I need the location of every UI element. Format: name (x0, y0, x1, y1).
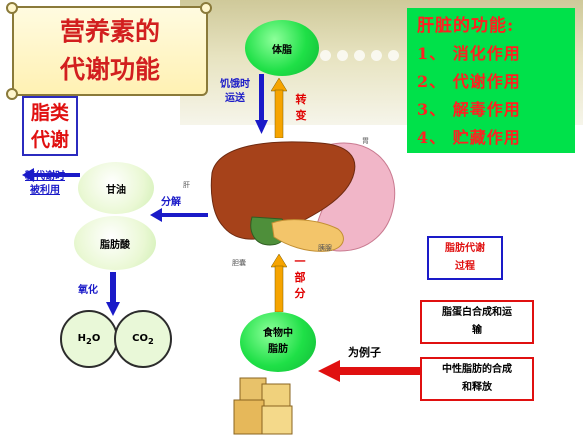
part-label: 一 部 分 (293, 254, 307, 302)
dot (354, 50, 365, 61)
pancreas-label: 胰腺 (318, 244, 332, 252)
liver-functions-box: 肝脏的功能: 1、 消化作用 2、 代谢作用 3、 解毒作用 4、 贮藏作用 (407, 8, 575, 153)
lipid-line-2: 代谢 (30, 129, 69, 151)
water-formula: H2O (78, 333, 101, 346)
dot (337, 50, 348, 61)
water-node: H2O (60, 310, 118, 368)
label-char: 变 (295, 109, 307, 122)
food-fat-node: 食物中 脂肪 (240, 312, 316, 372)
body-fat-label: 体脂 (272, 44, 292, 56)
scroll-curl-icon (6, 2, 18, 14)
gallbladder-label: 胆囊 (232, 259, 246, 267)
formula-part: H (77, 332, 87, 344)
title-line-1: 营养素的 (59, 17, 160, 46)
box-line: 脂蛋白合成和运 (442, 307, 512, 318)
example-arrow (318, 360, 422, 382)
formula-part: O (91, 332, 101, 344)
food-packages-illustration (233, 377, 293, 435)
decompose-arrow (150, 208, 208, 222)
box-line: 输 (472, 325, 482, 336)
part-up-arrow (271, 254, 287, 312)
co2-node: CO2 (114, 310, 172, 368)
converted-label: 转 变 (294, 92, 308, 124)
label-char: 部 (294, 271, 306, 284)
liver-shape (210, 141, 356, 240)
box-line: 和释放 (462, 382, 492, 393)
body-fat-node: 体脂 (245, 20, 319, 76)
hunger-transport-arrow (255, 74, 268, 134)
liver-function-item: 1、 消化作用 (417, 44, 521, 63)
fatty-acid-label: 脂肪酸 (100, 239, 130, 251)
formula-part: CO (132, 332, 149, 344)
label-char: 转 (295, 93, 307, 106)
dot (371, 50, 382, 61)
food-fat-line-2: 脂肪 (268, 344, 288, 355)
label-line: 饥饿时 (220, 79, 250, 90)
box-line: 过程 (455, 261, 475, 272)
scroll-curl-icon (6, 88, 18, 100)
liver-function-item: 3、 解毒作用 (417, 100, 521, 119)
label-line: 运送 (225, 93, 245, 104)
stomach-label: 胃 (362, 137, 369, 145)
decompose-label: 分解 (161, 197, 181, 208)
label-char: 一 (294, 255, 306, 268)
glucose-use-arrow (22, 168, 80, 182)
liver-functions-heading: 肝脏的功能: (417, 16, 515, 36)
fatty-acid-node: 脂肪酸 (74, 216, 156, 270)
glycerol-label: 甘油 (106, 184, 126, 196)
title-scroll: 营养素的 代谢功能 (12, 6, 208, 96)
pancreas-shape (271, 219, 344, 252)
box-line: 脂肪代谢 (445, 243, 485, 254)
glycerol-node: 甘油 (78, 162, 154, 214)
label-line: 糖代谢时 (25, 171, 65, 182)
dot (320, 50, 331, 61)
formula-sub: 2 (86, 335, 92, 346)
label-line: 被利用 (30, 185, 60, 196)
fat-metabolism-process-box: 脂肪代谢 过程 (427, 236, 503, 280)
hunger-transport-label: 饥饿时 运送 (214, 78, 256, 106)
lipid-metabolism-label: 脂类 代谢 (22, 96, 78, 156)
co2-formula: CO2 (132, 333, 154, 346)
box-line: 中性脂肪的合成 (442, 364, 512, 375)
example-label: 为例子 (348, 346, 381, 359)
label-char: 分 (294, 287, 306, 300)
liver-stomach-illustration (210, 141, 396, 252)
oxidize-label: 氧化 (78, 285, 98, 296)
title-line-2: 代谢功能 (59, 55, 160, 84)
liver-function-item: 2、 代谢作用 (417, 72, 521, 91)
lipid-line-1: 脂类 (30, 102, 69, 124)
food-fat-line-1: 食物中 (263, 328, 293, 339)
liver-function-item: 4、 贮藏作用 (417, 128, 521, 147)
oxidize-arrow (106, 272, 120, 316)
liver-label: 肝 (183, 181, 190, 189)
conversion-up-arrow (271, 78, 287, 138)
lipoprotein-synthesis-box: 脂蛋白合成和运 输 (420, 300, 534, 344)
neutral-fat-synthesis-box: 中性脂肪的合成 和释放 (420, 357, 534, 401)
scroll-curl-icon (200, 2, 212, 14)
glucose-use-label: 糖代谢时 被利用 (10, 170, 80, 198)
formula-sub: 2 (148, 335, 154, 346)
dot (388, 50, 399, 61)
